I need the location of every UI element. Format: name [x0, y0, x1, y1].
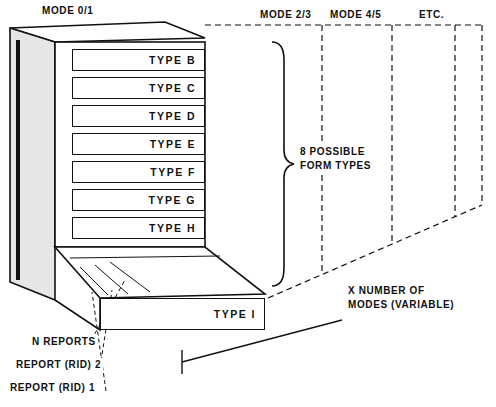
drawer-label: TYPE F	[150, 166, 196, 178]
dashed-line	[454, 25, 455, 217]
drawer-front: TYPE I	[100, 298, 265, 330]
side-shade	[16, 40, 20, 280]
report-label: N REPORTS	[30, 335, 98, 349]
drawer-label: TYPE D	[149, 110, 196, 122]
drawer-front: TYPE D	[72, 105, 205, 127]
axis-tick	[181, 350, 182, 374]
mode-heading: ETC.	[417, 8, 446, 22]
dashed-line	[205, 24, 482, 25]
drawer-tray	[55, 247, 265, 298]
drawer-label: TYPE I	[214, 308, 256, 320]
cabinet	[10, 22, 265, 330]
drawer-label: TYPE B	[149, 54, 196, 66]
tray-edge	[70, 256, 220, 258]
drawer-label: TYPE H	[149, 222, 196, 234]
tray-side	[55, 298, 100, 330]
cabinet-side	[10, 28, 55, 300]
drawer-front: TYPE H	[72, 217, 205, 239]
dashed-line	[481, 25, 482, 205]
brace	[272, 42, 294, 286]
report-divider	[110, 262, 150, 292]
drawer-label: TYPE C	[149, 82, 196, 94]
mode-extension	[205, 25, 482, 298]
mode-heading: MODE 2/3	[258, 8, 313, 22]
drawer-label: TYPE G	[148, 194, 196, 206]
annotation: 8 POSSIBLE FORM TYPES	[298, 145, 378, 172]
cabinet-front	[55, 42, 205, 247]
drawer-front: TYPE B	[72, 49, 205, 71]
drawer-label: TYPE E	[150, 138, 196, 150]
mode-heading: MODE 4/5	[328, 8, 383, 22]
drawer-front: TYPE G	[72, 189, 205, 211]
mode-heading: MODE 0/1	[40, 4, 95, 18]
drawer-front: TYPE E	[72, 133, 205, 155]
dashed-line	[391, 25, 392, 244]
drawer-front: TYPE C	[72, 77, 205, 99]
report-label: REPORT (RID) 2	[14, 358, 103, 372]
report-divider	[95, 265, 128, 294]
annotation: X NUMBER OF MODES (VARIABLE)	[346, 284, 468, 311]
report-label: REPORT (RID) 1	[8, 381, 97, 395]
drawer-front: TYPE F	[72, 161, 205, 183]
report-divider	[80, 267, 108, 295]
